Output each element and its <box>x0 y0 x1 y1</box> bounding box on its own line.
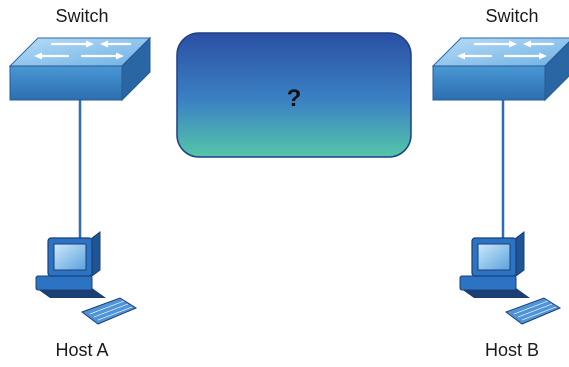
computer-icon <box>459 231 562 325</box>
host-b-label: Host B <box>484 340 540 360</box>
switch-icon <box>431 37 569 102</box>
switch-icon <box>8 36 152 102</box>
switch-left-label: Switch <box>55 6 109 26</box>
network-cloud-box: ? <box>176 32 412 158</box>
unknown-link-label: ? <box>287 85 302 112</box>
computer-icon <box>35 231 138 325</box>
switch-right-label: Switch <box>485 6 539 26</box>
host-a-label: Host A <box>55 340 109 360</box>
